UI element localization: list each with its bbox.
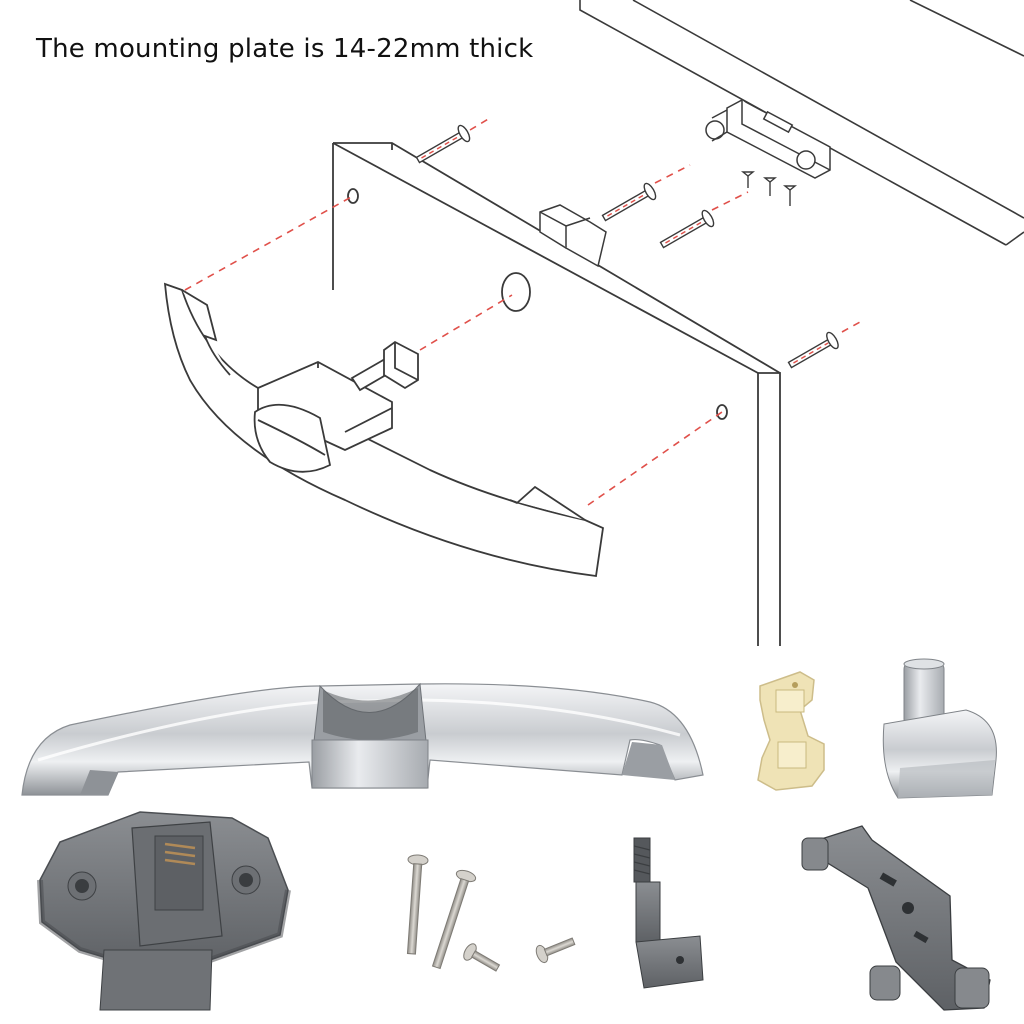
chrome-knob-photo — [882, 658, 997, 799]
screw-photo — [406, 854, 576, 972]
chrome-handle-photo — [21, 682, 704, 796]
latch-housing-photo — [37, 811, 291, 1011]
nylon-clip-photo — [757, 671, 825, 791]
screw-drawing — [415, 124, 839, 369]
bracket-photo — [801, 825, 991, 1011]
alignment-dashes — [184, 117, 861, 506]
latch-drawing — [705, 99, 831, 179]
caption-text: The mounting plate is 14-22mm thick — [36, 34, 534, 64]
drawer-front-panel — [332, 142, 781, 646]
pin-photo — [633, 837, 704, 989]
catch-drawing — [539, 204, 607, 268]
handle-drawing — [163, 282, 604, 578]
cabinet-top-panel — [579, 0, 1024, 246]
